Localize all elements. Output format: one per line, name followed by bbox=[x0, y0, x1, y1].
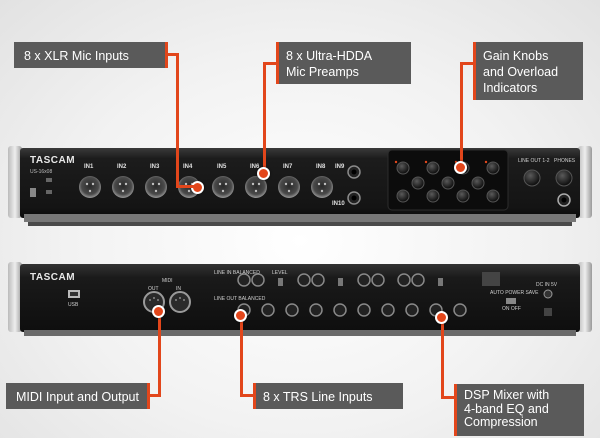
gain-callout-dot bbox=[454, 161, 467, 174]
input-label-4: IN4 bbox=[183, 164, 193, 170]
input-label-3: IN3 bbox=[150, 164, 160, 170]
front-model-label: US-16x08 bbox=[30, 169, 53, 175]
callout-dsp-line1: DSP Mixer with bbox=[464, 388, 550, 402]
input-label-2: IN2 bbox=[117, 164, 127, 170]
midi-label: MIDI bbox=[162, 278, 173, 284]
preamp-callout-dot bbox=[257, 167, 270, 180]
midi-callout-line bbox=[158, 312, 161, 396]
midi-callout-line-h bbox=[148, 394, 161, 397]
line-out-rear-label: LINE OUT BALANCED bbox=[214, 296, 266, 302]
xlr-callout-line bbox=[176, 53, 179, 188]
preamp-callout-line bbox=[263, 62, 266, 172]
dsp-callout-dot bbox=[435, 311, 448, 324]
callout-trs-text: 8 x TRS Line Inputs bbox=[263, 390, 373, 404]
callout-gain-knobs: Gain Knobs and Overload Indicators bbox=[473, 42, 583, 100]
input-label-6: IN6 bbox=[250, 164, 260, 170]
dsp-callout-line-h bbox=[441, 396, 455, 399]
level-label: LEVEL bbox=[272, 270, 288, 276]
xlr-callout-line-h bbox=[166, 53, 179, 56]
rear-brand-logo: TASCAM bbox=[30, 272, 76, 283]
xlr-callout-line-h2 bbox=[176, 185, 194, 188]
callout-xlr-text: 8 x XLR Mic Inputs bbox=[24, 49, 129, 63]
auto-power-label: AUTO POWER SAVE bbox=[490, 290, 539, 296]
callout-dsp-line2: 4-band EQ and bbox=[464, 401, 549, 416]
input-label-10: IN10 bbox=[332, 201, 345, 207]
gain-knobs bbox=[396, 161, 500, 203]
trs-callout-line bbox=[240, 316, 243, 396]
input-label-7: IN7 bbox=[283, 164, 293, 170]
preamp-callout-line-h bbox=[263, 62, 277, 65]
dsp-callout-line bbox=[441, 318, 444, 398]
callout-gain-line2: and Overload bbox=[483, 65, 559, 79]
power-switch-label: ON OFF bbox=[502, 306, 521, 312]
callout-preamps-line2: Mic Preamps bbox=[286, 65, 359, 79]
phones-label: PHONES bbox=[554, 158, 576, 164]
front-brand-logo: TASCAM bbox=[30, 155, 76, 166]
callout-preamps-line1: 8 x Ultra-HDDA bbox=[286, 49, 373, 63]
line-out-label: LINE OUT 1-2 bbox=[518, 158, 550, 164]
midi-out-label: OUT bbox=[148, 286, 159, 292]
callout-midi-text: MIDI Input and Output bbox=[16, 390, 139, 404]
input-label-5: IN5 bbox=[217, 164, 227, 170]
rear-panel-graphic bbox=[8, 262, 592, 336]
callout-midi: MIDI Input and Output bbox=[6, 383, 150, 409]
callout-preamps: 8 x Ultra-HDDA Mic Preamps bbox=[276, 42, 411, 84]
input-label-8: IN8 bbox=[316, 164, 326, 170]
callout-gain-line1: Gain Knobs bbox=[483, 49, 549, 63]
midi-callout-dot bbox=[152, 305, 165, 318]
usb-label: USB bbox=[68, 302, 79, 308]
midi-in-label: IN bbox=[176, 286, 181, 292]
callout-dsp: DSP Mixer with 4-band EQ and Compression bbox=[454, 384, 584, 436]
callout-trs: 8 x TRS Line Inputs bbox=[253, 383, 403, 409]
front-panel: TASCAM US-16x08 IN1 IN2 IN3 IN4 IN5 IN6 … bbox=[8, 138, 592, 230]
trs-callout-line-h bbox=[240, 394, 254, 397]
line-in-label: LINE IN BALANCED bbox=[214, 270, 260, 276]
callout-dsp-line3: Compression bbox=[464, 415, 538, 429]
callout-gain-line3: Indicators bbox=[483, 81, 538, 95]
rear-panel: TASCAM USB MIDI OUT IN LINE IN BALANCED … bbox=[8, 258, 592, 338]
input-label-9: IN9 bbox=[335, 164, 345, 170]
dc-in-label: DC IN 5V bbox=[536, 282, 558, 288]
gain-callout-line-h bbox=[460, 62, 474, 65]
front-panel-graphic bbox=[8, 146, 592, 226]
trs-jacks bbox=[237, 273, 467, 317]
input-label-1: IN1 bbox=[84, 164, 94, 170]
trs-callout-dot bbox=[234, 309, 247, 322]
gain-callout-line bbox=[460, 62, 463, 166]
callout-xlr-inputs: 8 x XLR Mic Inputs bbox=[14, 42, 168, 68]
